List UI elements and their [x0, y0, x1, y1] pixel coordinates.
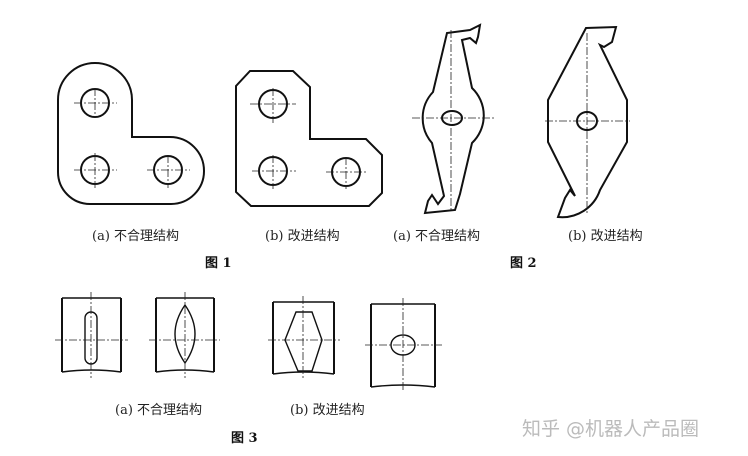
- fig3-caption-b: (b) 改进结构: [290, 403, 365, 418]
- fig2-a-hooked-part: [412, 23, 496, 215]
- fig2-title: 图 2: [510, 256, 537, 271]
- fig1-caption-b: (b) 改进结构: [265, 229, 340, 244]
- fig3-b-hexagon-block: [268, 296, 340, 380]
- fig1-title: 图 1: [205, 256, 232, 271]
- fig2-b-improved-part: [545, 25, 630, 219]
- fig1-b-chamfered-plate: [235, 70, 383, 207]
- fig1-a-rounded-plate: [57, 62, 206, 205]
- fig2-caption-a: (a) 不合理结构: [393, 229, 480, 244]
- watermark: 知乎 @机器人产品圈: [522, 418, 699, 440]
- fig1-caption-a: (a) 不合理结构: [92, 229, 179, 244]
- fig3-title: 图 3: [231, 431, 258, 446]
- fig3-a-lens-block: [149, 292, 220, 378]
- fig3-a-slot-block: [55, 292, 128, 378]
- fig2-caption-b: (b) 改进结构: [568, 229, 643, 244]
- fig3-caption-a: (a) 不合理结构: [115, 403, 202, 418]
- fig3-b-circle-block: [365, 298, 442, 392]
